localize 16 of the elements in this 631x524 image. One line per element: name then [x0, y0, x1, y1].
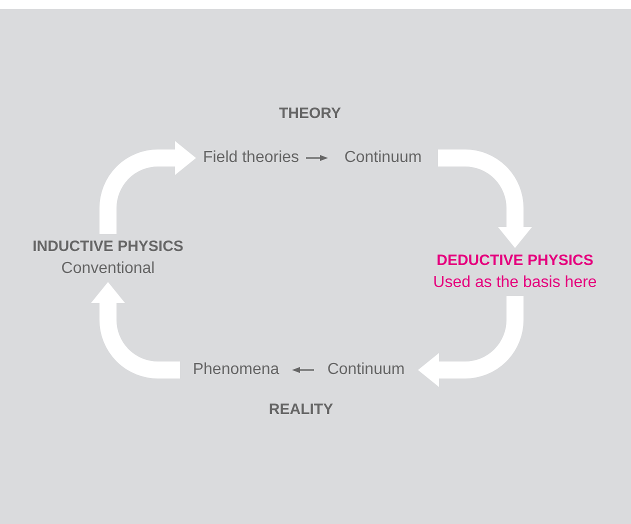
arrow	[100, 141, 196, 234]
node-text: Continuum	[327, 360, 405, 380]
arrow	[306, 155, 328, 161]
node-text: Conventional	[61, 259, 155, 279]
arrow	[438, 150, 532, 248]
node-heading: INDUCTIVE PHYSICS	[32, 237, 184, 257]
arrow	[418, 296, 524, 387]
node-text: Phenomena	[192, 360, 280, 380]
node-text: Continuum	[344, 148, 422, 168]
section-heading: REALITY	[268, 400, 334, 420]
node-heading: DEDUCTIVE PHYSICS	[436, 251, 594, 271]
section-heading: THEORY	[278, 104, 342, 124]
node-text: Field theories	[202, 148, 300, 168]
arrow	[91, 282, 180, 378]
node-text: Used as the basis here	[433, 273, 597, 293]
arrow	[292, 367, 314, 373]
